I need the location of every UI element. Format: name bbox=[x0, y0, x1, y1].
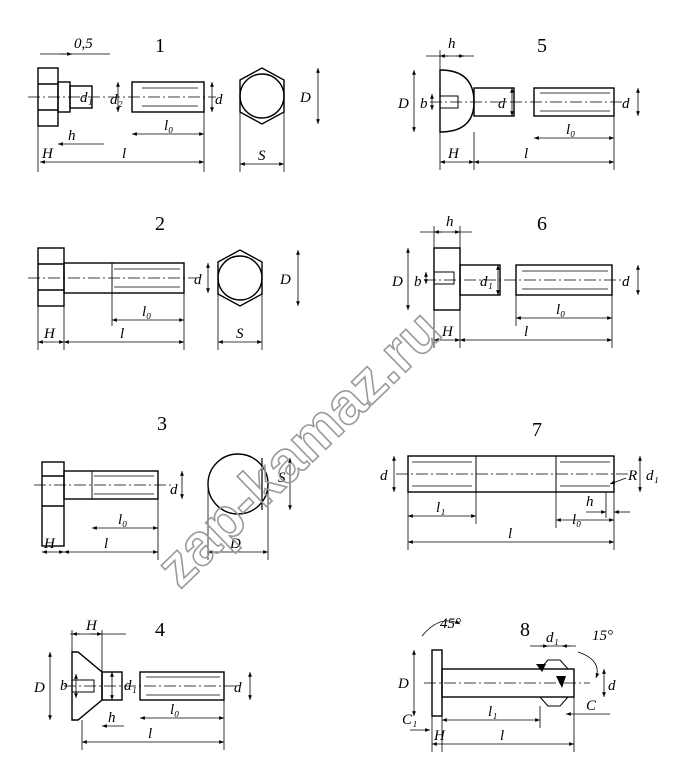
figure-4-label-b: b bbox=[60, 678, 68, 694]
figure-8-label-l: l bbox=[500, 728, 504, 744]
figure-3-number: 3 bbox=[157, 413, 167, 435]
figure-2: 2 d D l₀ H l S bbox=[28, 213, 300, 350]
figure-8-label-l1: l₁ bbox=[488, 704, 497, 720]
figure-6-label-l: l bbox=[524, 324, 528, 340]
figure-5-label-d: d bbox=[498, 96, 506, 112]
figure-6-number: 6 bbox=[537, 213, 547, 235]
figure-5-label-l0: l₀ bbox=[566, 122, 575, 138]
figure-3-label-l0: l₀ bbox=[118, 512, 127, 528]
watermark-text: zap-kamaz.ru bbox=[144, 297, 453, 599]
figure-1-label-S: S bbox=[258, 148, 266, 164]
figure-8-label-15: 15° bbox=[592, 628, 613, 644]
figure-2-label-D: D bbox=[279, 272, 291, 288]
figure-4-label-d1: d₁ bbox=[124, 678, 137, 694]
figure-6-label-d1: d₁ bbox=[480, 274, 493, 290]
figure-4-label-D: D bbox=[33, 680, 45, 696]
figure-6-label-H: H bbox=[441, 324, 454, 340]
figure-6-label-d: d bbox=[622, 274, 630, 290]
figure-7-label-d1: d₁ bbox=[646, 468, 659, 484]
figure-4-label-l: l bbox=[148, 726, 152, 742]
figure-5-label-l: l bbox=[524, 146, 528, 162]
figure-5: 5 h D b d d l₀ H l bbox=[397, 35, 640, 170]
figure-1-label-d: d bbox=[215, 92, 223, 108]
figure-8-label-D: D bbox=[397, 676, 409, 692]
figure-3-label-l: l bbox=[104, 536, 108, 552]
figure-2-label-l0: l₀ bbox=[142, 304, 151, 320]
figure-1-label-l0: l₀ bbox=[164, 118, 173, 134]
figure-2-label-S: S bbox=[236, 326, 244, 342]
figure-7-number: 7 bbox=[532, 419, 542, 441]
figure-5-round-head bbox=[439, 69, 475, 133]
figure-7-label-l: l bbox=[508, 526, 512, 542]
figure-5-label-b: b bbox=[420, 96, 428, 112]
figure-8: 8 45° d₁ 15° D d C₁ l₁ C H l bbox=[397, 616, 616, 752]
figure-3-label-d: d bbox=[170, 482, 178, 498]
figure-6-cylindrical-head bbox=[433, 247, 461, 311]
figure-7-label-l1: l₁ bbox=[436, 500, 445, 516]
figure-7-label-d: d bbox=[380, 468, 388, 484]
figure-4-label-H: H bbox=[85, 618, 98, 634]
figure-1-label-05: 0,5 bbox=[74, 36, 93, 52]
figure-1-hex-view bbox=[239, 67, 285, 125]
figure-5-label-d2: d bbox=[622, 96, 630, 112]
figure-8-label-45: 45° bbox=[440, 616, 461, 632]
figure-2-number: 2 bbox=[155, 213, 165, 235]
figure-1-label-l: l bbox=[122, 146, 126, 162]
figure-5-label-H: H bbox=[447, 146, 460, 162]
figure-6-label-l0: l₀ bbox=[556, 302, 565, 318]
figure-3: 3 d S l₀ H l D bbox=[34, 413, 292, 560]
figure-1-label-d2: d₂ bbox=[110, 92, 123, 108]
figure-1: 1 0,5 d₁ d₂ d D h bbox=[28, 35, 320, 172]
figure-8-label-C: C bbox=[586, 698, 597, 714]
figure-6-label-h: h bbox=[446, 214, 454, 230]
figure-1-label-d1: d₁ bbox=[80, 90, 93, 106]
figure-2-hex-view bbox=[217, 249, 263, 307]
figure-4-number: 4 bbox=[155, 619, 165, 641]
figure-7-label-h: h bbox=[586, 494, 594, 510]
figure-8-label-C1: C₁ bbox=[402, 712, 417, 728]
figure-8-label-d: d bbox=[608, 678, 616, 694]
figure-8-label-H: H bbox=[433, 728, 446, 744]
figure-3-label-H: H bbox=[43, 536, 56, 552]
figure-4-label-d: d bbox=[234, 680, 242, 696]
figure-2-head bbox=[37, 247, 65, 307]
figure-5-label-D: D bbox=[397, 96, 409, 112]
figure-3-label-D: D bbox=[229, 536, 241, 552]
figure-6: 6 h D b d₁ d l₀ H l bbox=[391, 213, 640, 348]
figure-8-label-d1: d₁ bbox=[546, 630, 559, 646]
figure-3-head bbox=[41, 461, 65, 547]
figure-2-label-l: l bbox=[120, 326, 124, 342]
figure-5-number: 5 bbox=[537, 35, 547, 57]
figure-7: 7 d R d₁ h l₁ l₀ l bbox=[380, 419, 659, 550]
figure-3-label-S: S bbox=[278, 470, 286, 486]
figure-6-label-D: D bbox=[391, 274, 403, 290]
figure-7-label-l0: l₀ bbox=[572, 512, 581, 528]
figure-1-label-h: h bbox=[68, 128, 76, 144]
figure-5-label-h: h bbox=[448, 36, 456, 52]
figure-4-label-h: h bbox=[108, 710, 116, 726]
figure-2-label-H: H bbox=[43, 326, 56, 342]
figure-2-label-d: d bbox=[194, 272, 202, 288]
figure-1-label-H: H bbox=[41, 146, 54, 162]
figure-4-label-l0: l₀ bbox=[170, 702, 179, 718]
figure-1-label-D: D bbox=[299, 90, 311, 106]
figure-4: 4 H D b d₁ d h l₀ l bbox=[33, 618, 252, 750]
figure-6-label-b: b bbox=[414, 274, 422, 290]
figure-7-label-R: R bbox=[627, 468, 637, 484]
figure-8-number: 8 bbox=[520, 619, 530, 641]
figure-1-number: 1 bbox=[155, 35, 165, 57]
